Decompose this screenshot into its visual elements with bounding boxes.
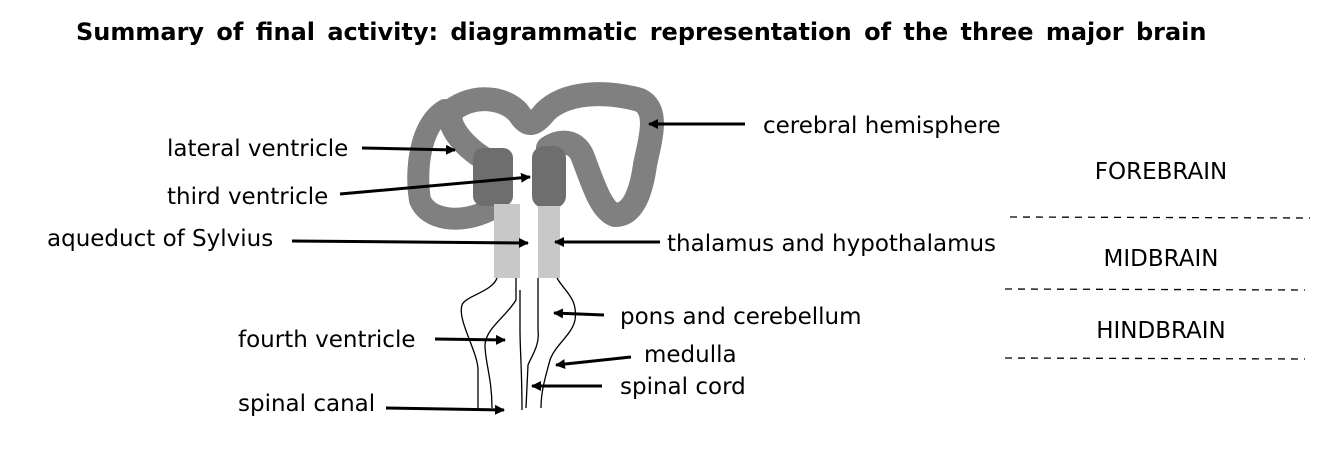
third-ventricle-label: third ventricle [167, 184, 329, 210]
pons-arrow [553, 308, 605, 319]
left-thalamus-shape [473, 148, 513, 206]
forebrain-label: FOREBRAIN [1094, 159, 1228, 185]
aqueduct-arrow [291, 237, 529, 248]
medulla-arrow [555, 355, 632, 370]
lateral-ventricle-arrow [361, 144, 456, 155]
medulla-label: medulla [644, 342, 737, 368]
spinal-cord-label: spinal cord [620, 374, 746, 400]
thalamus-label: thalamus and hypothalamus [667, 231, 997, 257]
midbrain-divider [1004, 288, 1306, 291]
page-title: Summary of final activity: diagrammatic … [76, 18, 1207, 46]
lateral-ventricle-label: lateral ventricle [167, 136, 349, 162]
hindbrain-divider [1004, 357, 1306, 360]
inner-left-outline [484, 278, 517, 409]
third-ventricle-arrow [339, 172, 531, 196]
right-thalamus-shape [532, 146, 566, 208]
fourth-ventricle-label: fourth ventricle [238, 327, 416, 353]
hindbrain-label: HINDBRAIN [1096, 318, 1226, 344]
forebrain-divider [1009, 216, 1311, 219]
midbrain-label: MIDBRAIN [1103, 246, 1219, 272]
outer-right-outline [540, 277, 577, 409]
outer-left-outline [460, 277, 498, 410]
fourth-ventricle-arrow [434, 334, 506, 345]
inner-right-outline [525, 278, 539, 409]
pons-label: pons and cerebellum [620, 304, 862, 330]
cerebral-hemisphere-label: cerebral hemisphere [763, 113, 1001, 139]
spinal-canal-line [519, 290, 523, 411]
aqueduct-label: aqueduct of Sylvius [47, 226, 274, 252]
left-hemisphere-outer-shape [407, 99, 501, 230]
right-midbrain-shape [538, 206, 560, 278]
spinal-canal-arrow [385, 404, 505, 415]
cerebral-hemisphere-shape [438, 82, 664, 227]
spinal-canal-label: spinal canal [238, 391, 376, 417]
left-midbrain-shape [494, 204, 520, 278]
